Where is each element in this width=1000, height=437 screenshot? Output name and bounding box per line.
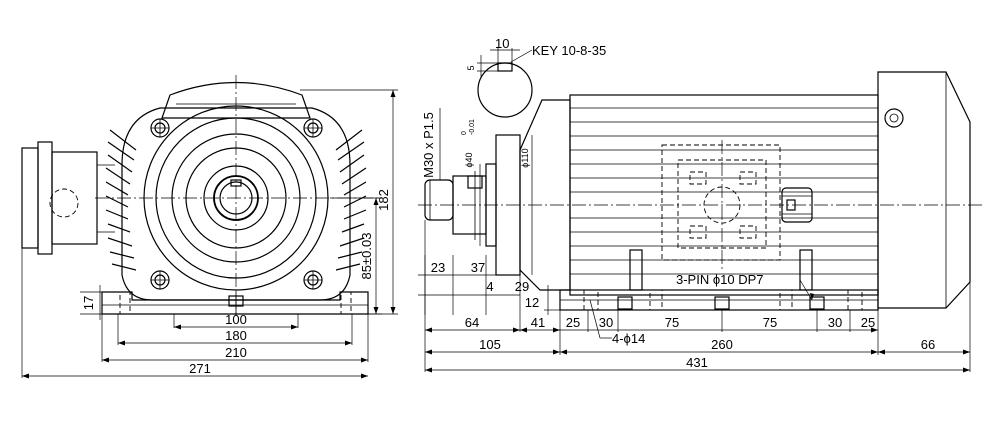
cooling-fins-left: [105, 129, 137, 271]
pin-label: 3-PIN ϕ10 DP7: [676, 272, 763, 287]
front-end-shield: [519, 99, 571, 291]
dim-85: 85±0.03: [359, 233, 374, 280]
end-shield-outer: [143, 105, 329, 291]
dim-75b: 75: [763, 315, 777, 330]
hole-label: 4-ϕ14: [612, 331, 645, 346]
body-fins: [570, 107, 878, 275]
spigot-tol-upper: 0: [461, 131, 468, 135]
terminal-hole: [49, 188, 79, 218]
terminal-box-body: [51, 151, 98, 245]
dim-182: 182: [376, 189, 391, 211]
dim-105: 105: [479, 337, 501, 352]
spigot-label: ϕ40: [464, 152, 474, 167]
terminal-box-flange: [37, 141, 53, 255]
terminal-box-cap: [21, 147, 39, 249]
dim-25a: 25: [566, 315, 580, 330]
dim-100: 100: [225, 312, 247, 327]
dim-4: 4: [486, 279, 493, 294]
shaft-outer: [213, 175, 259, 221]
flange-dia-label: ϕ110: [520, 148, 530, 167]
key-detail: 10 5 KEY 10-8-35: [466, 36, 606, 118]
front-view: 100 180 210 271 17 85±0.03 182: [21, 75, 398, 379]
dim-260: 260: [711, 337, 733, 352]
dim-66: 66: [921, 337, 935, 352]
terminal-box-hidden: [661, 144, 781, 261]
dim-29: 29: [515, 279, 529, 294]
top-housing: [161, 81, 311, 119]
side-view: M30 x P1.5 ϕ40 0 -0.01 ϕ110 3-PIN ϕ10 DP…: [418, 71, 985, 373]
dim-30a: 30: [599, 315, 613, 330]
dim-12: 12: [525, 295, 539, 310]
dim-25b: 25: [861, 315, 875, 330]
dim-37: 37: [471, 260, 485, 275]
threaded-shaft-end: [424, 179, 454, 221]
mounting-base: [101, 291, 369, 315]
shaft-keyway: [230, 179, 242, 187]
spigot-tol-lower: -0.01: [469, 119, 476, 135]
fan-cover-bolt: [884, 108, 904, 128]
dim-30b: 30: [828, 315, 842, 330]
key-width-label: 10: [495, 36, 509, 51]
cooling-fins-right: [335, 129, 367, 271]
shaft: [219, 181, 253, 215]
bearing-housing: [203, 165, 269, 231]
key-depth-label: 5: [466, 65, 476, 70]
key-slot: [497, 62, 513, 72]
fan-cover: [877, 71, 971, 309]
motor-body: [569, 94, 879, 296]
dim-210: 210: [225, 345, 247, 360]
cable-gland: [781, 187, 813, 223]
dim-41: 41: [531, 315, 545, 330]
dim-180: 180: [225, 328, 247, 343]
dim-64: 64: [465, 315, 479, 330]
dim-75a: 75: [665, 315, 679, 330]
frame-bolts: [150, 118, 323, 290]
dim-271: 271: [189, 361, 211, 376]
thread-label: M30 x P1.5: [421, 112, 436, 178]
dim-23: 23: [431, 260, 445, 275]
key-label: KEY 10-8-35: [532, 43, 606, 58]
dim-431: 431: [686, 355, 708, 370]
dim-17: 17: [81, 296, 96, 310]
